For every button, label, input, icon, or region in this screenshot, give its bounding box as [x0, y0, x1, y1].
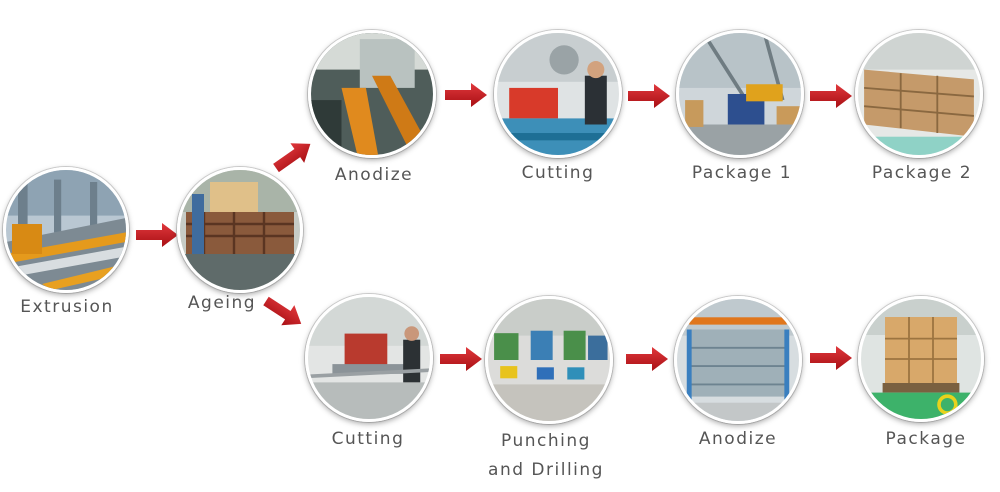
package-photo	[858, 296, 984, 422]
bottom-anodize-photo	[674, 296, 802, 424]
bottom-cutting-photo	[305, 294, 433, 422]
punching-drilling-photo	[485, 296, 613, 424]
arrow-cutting-to-punching	[440, 347, 482, 371]
punching-label-line1: Punching	[501, 431, 591, 451]
punching-label-line2: and Drilling	[488, 460, 604, 480]
bottom-cutting-label: Cutting	[331, 429, 405, 449]
arrow-anodize-to-cutting	[445, 83, 487, 107]
package-label: Package	[885, 429, 967, 449]
ageing-photo	[177, 167, 303, 293]
extrusion-photo	[3, 167, 129, 293]
extrusion-label: Extrusion	[20, 297, 114, 317]
arrow-cutting-to-package-1	[628, 84, 670, 108]
top-anodize-photo	[308, 30, 436, 158]
arrow-extrusion-to-ageing	[136, 223, 178, 247]
arrow-anodize-to-package	[810, 346, 852, 370]
package-2-photo	[855, 30, 983, 158]
top-anodize-label: Anodize	[334, 165, 414, 185]
bottom-anodize-label: Anodize	[698, 429, 778, 449]
top-cutting-photo	[494, 30, 622, 158]
top-cutting-label: Cutting	[521, 163, 595, 183]
arrow-package-1-to-package-2	[810, 84, 852, 108]
package-1-label: Package 1	[691, 163, 793, 183]
ageing-label: Ageing	[187, 293, 257, 313]
arrow-ageing-to-anodize	[269, 134, 318, 178]
package-2-label: Package 2	[871, 163, 973, 183]
package-1-photo	[676, 30, 804, 158]
arrow-punching-to-anodize	[626, 347, 668, 371]
